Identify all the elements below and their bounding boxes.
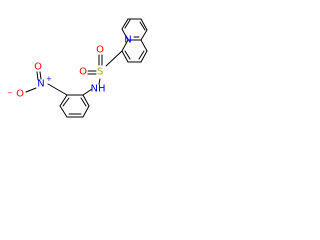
amine-nh-label: NH bbox=[91, 84, 106, 95]
bond bbox=[59, 105, 68, 118]
bond bbox=[80, 97, 87, 107]
bond bbox=[98, 78, 101, 85]
bond bbox=[121, 18, 129, 30]
bond bbox=[140, 50, 148, 63]
bond bbox=[124, 50, 131, 60]
bond bbox=[82, 88, 93, 96]
sulfonyl-oxygen-left-label: O bbox=[79, 67, 87, 78]
bond bbox=[140, 29, 148, 41]
bond bbox=[121, 28, 129, 41]
bond bbox=[82, 94, 90, 107]
bond bbox=[140, 18, 148, 31]
bond bbox=[138, 50, 145, 60]
molecule-structure: N S O O NH N + O O − bbox=[7, 18, 148, 118]
nitro-oxygen-top-label: O bbox=[34, 62, 42, 73]
bond-lines bbox=[25, 18, 148, 118]
quinoline-nitrogen-label: N bbox=[124, 35, 131, 46]
bond bbox=[82, 105, 90, 118]
nitro-nitrogen-charge: + bbox=[46, 75, 52, 83]
bond bbox=[140, 39, 148, 52]
bond bbox=[59, 94, 68, 107]
nitro-nitrogen-label: N bbox=[37, 79, 44, 90]
nitro-oxygen-charge: − bbox=[7, 89, 13, 97]
bond bbox=[39, 71, 42, 80]
bond bbox=[139, 21, 146, 31]
bond bbox=[124, 19, 131, 29]
bond bbox=[121, 50, 129, 63]
sulfur-label: S bbox=[97, 67, 103, 78]
bond bbox=[62, 97, 70, 107]
nitro-oxygen-bottom-label: O bbox=[16, 89, 24, 100]
bond bbox=[36, 71, 39, 81]
bond bbox=[105, 50, 123, 67]
bond bbox=[47, 83, 68, 96]
bond bbox=[25, 87, 37, 93]
sulfonyl-oxygen-top-label: O bbox=[96, 45, 104, 56]
bond bbox=[121, 39, 129, 52]
